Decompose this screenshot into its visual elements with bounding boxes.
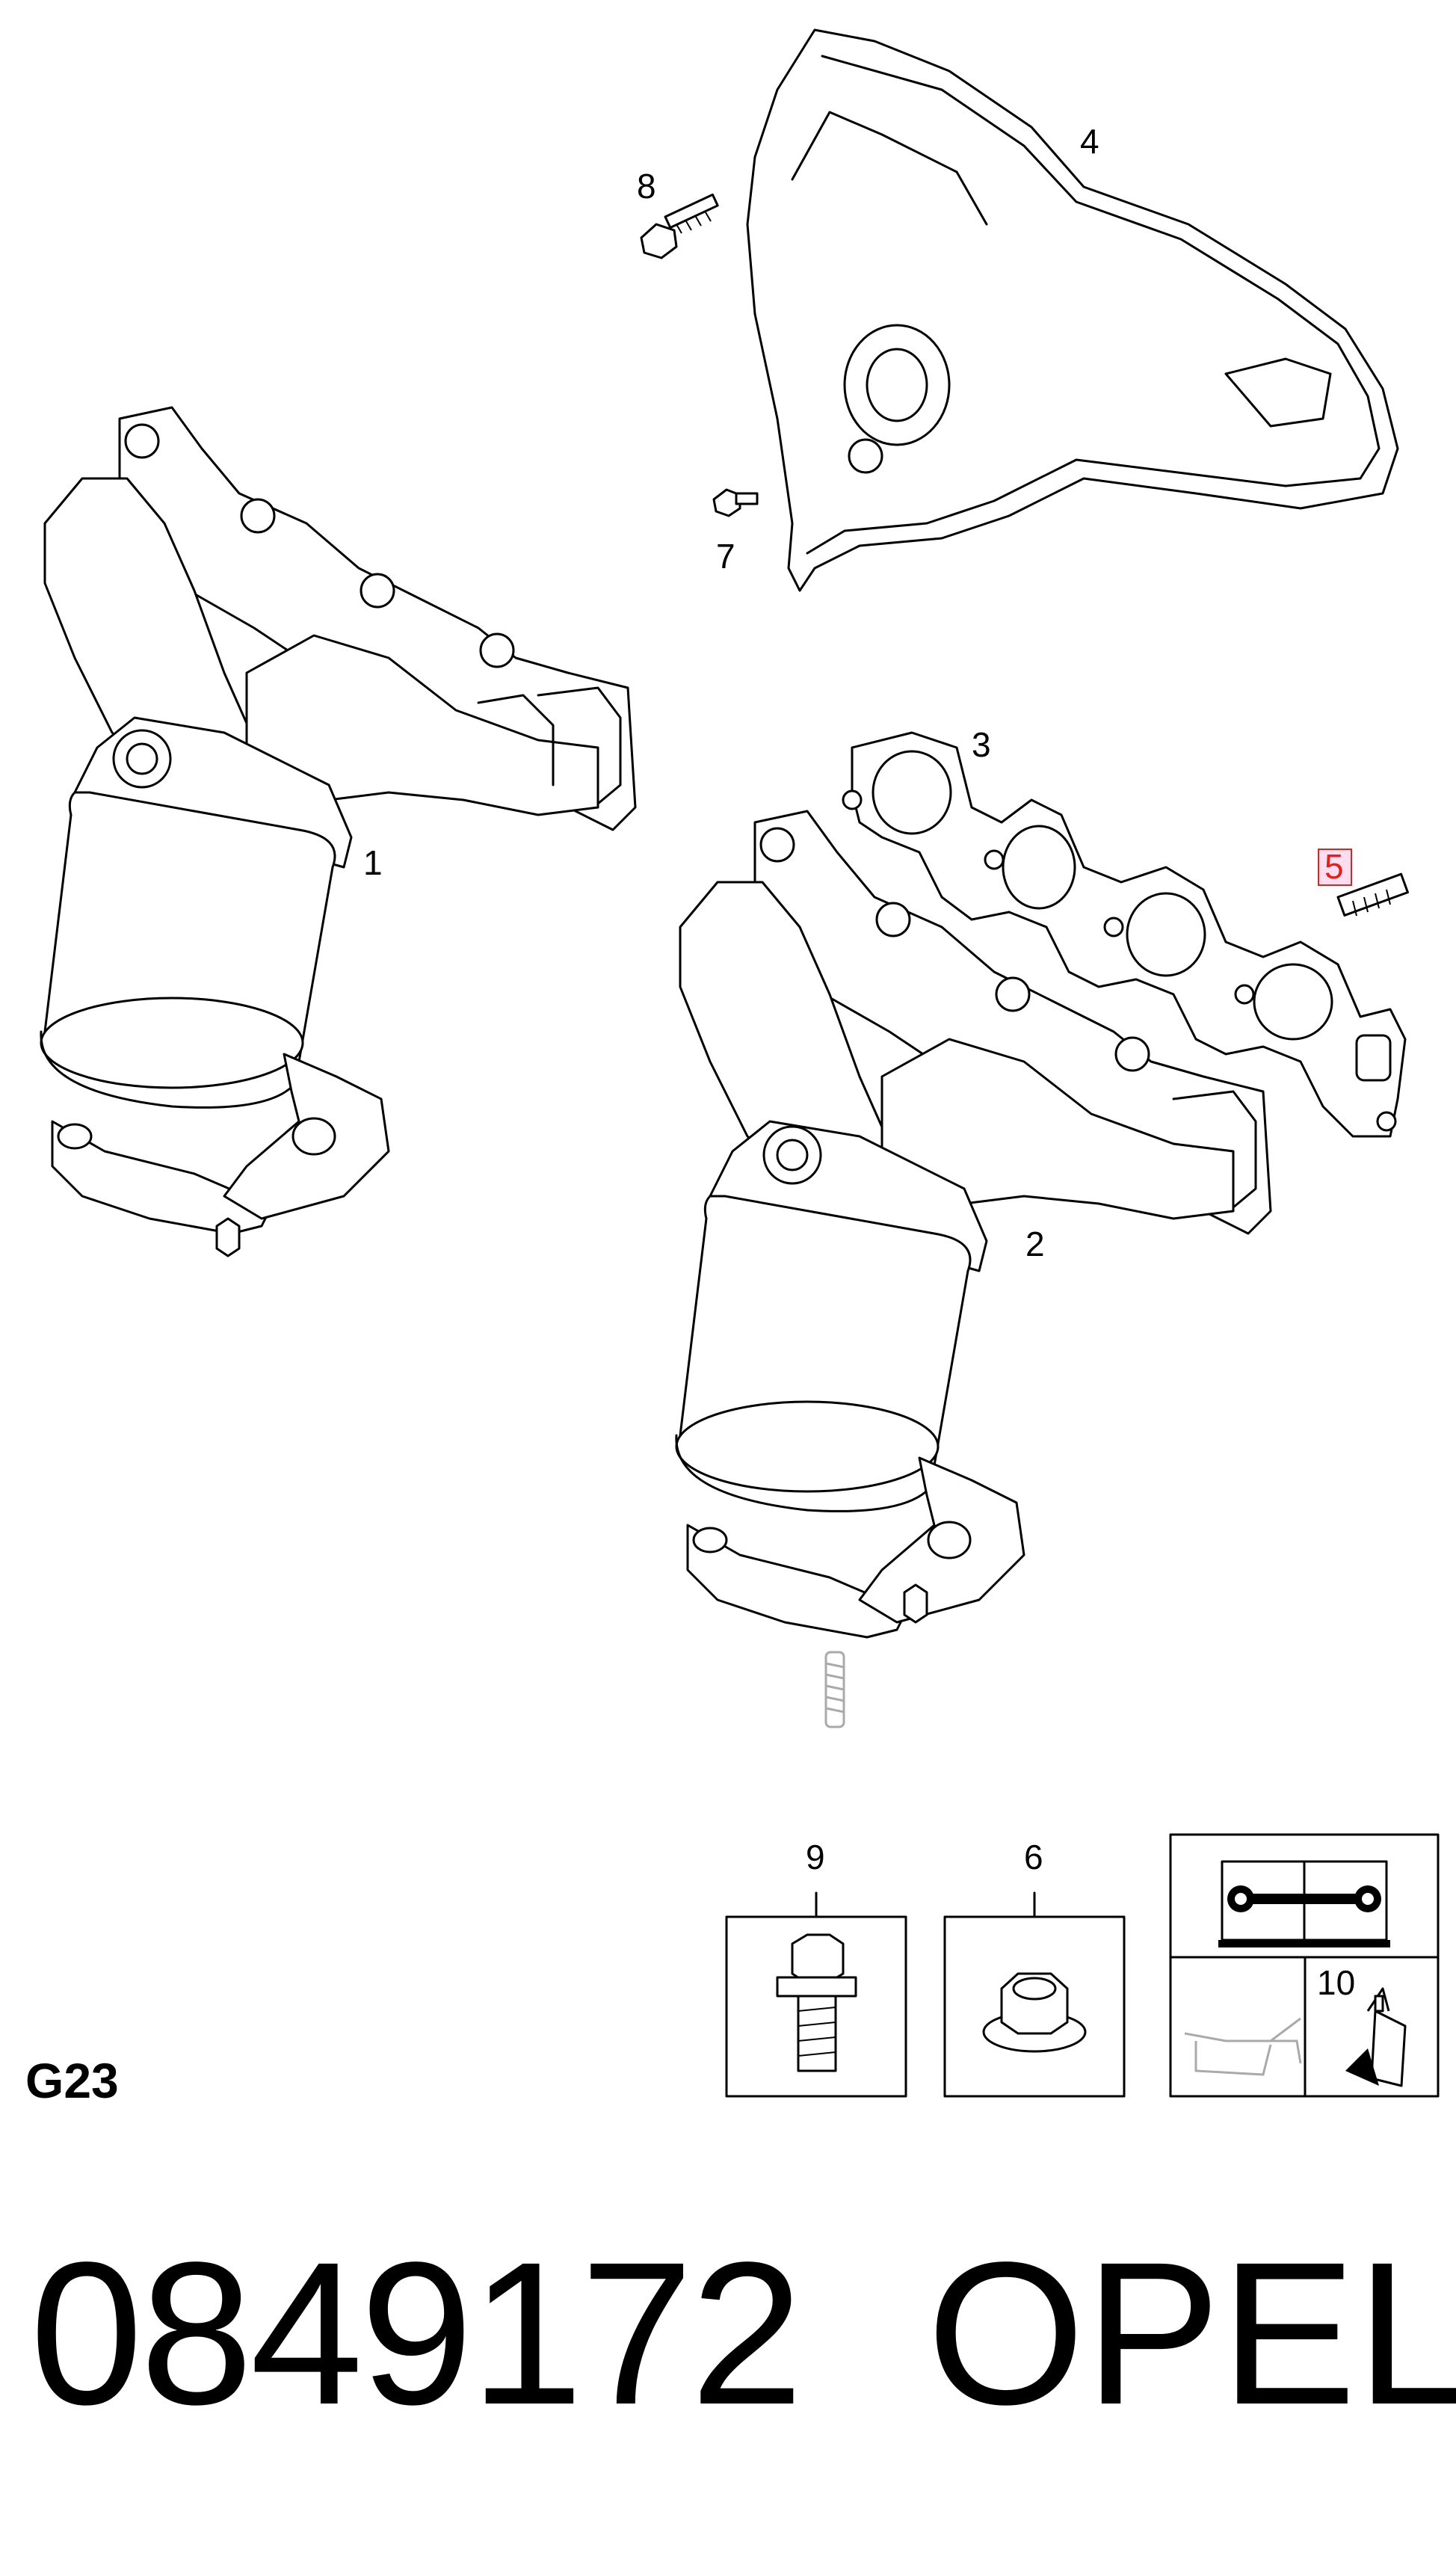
brand-name: OPEL (927, 2220, 1456, 2447)
oil-can-icon (1184, 2017, 1302, 2076)
manifold-gasket-part-3[interactable] (842, 731, 1407, 1138)
callout-2: 2 (1025, 1225, 1045, 1263)
callout-10: 10 (1317, 1963, 1355, 2002)
callout-5: 5 (1324, 847, 1344, 886)
callout-5-box (1318, 849, 1352, 886)
bolt-part-7[interactable] (712, 488, 759, 517)
heat-shield-part-4[interactable] (746, 28, 1399, 592)
part-number: 0849172 (30, 2220, 803, 2447)
callout-4: 4 (1080, 122, 1099, 161)
callout-9: 9 (806, 1838, 825, 1876)
callout-8: 8 (637, 167, 656, 206)
catalytic-manifold-part-2[interactable] (675, 810, 1272, 1639)
bolt-part-8[interactable] (640, 193, 719, 259)
callout-3: 3 (972, 725, 991, 764)
faded-stud (824, 1651, 845, 1728)
service-info-box (1169, 1833, 1440, 2098)
stud-part-5[interactable] (1336, 872, 1409, 917)
callout-1: 1 (363, 843, 383, 882)
manual-book-wrench-icon (1218, 1860, 1390, 1947)
sealant-tube-icon (1345, 1987, 1407, 2087)
nut-box-part-6[interactable] (943, 1891, 1126, 2098)
section-code: G23 (25, 2053, 119, 2108)
callout-6: 6 (1024, 1838, 1043, 1876)
bolt-box-part-9[interactable] (725, 1891, 907, 2098)
callout-7: 7 (716, 537, 735, 576)
catalytic-manifold-part-1[interactable] (40, 406, 637, 1257)
